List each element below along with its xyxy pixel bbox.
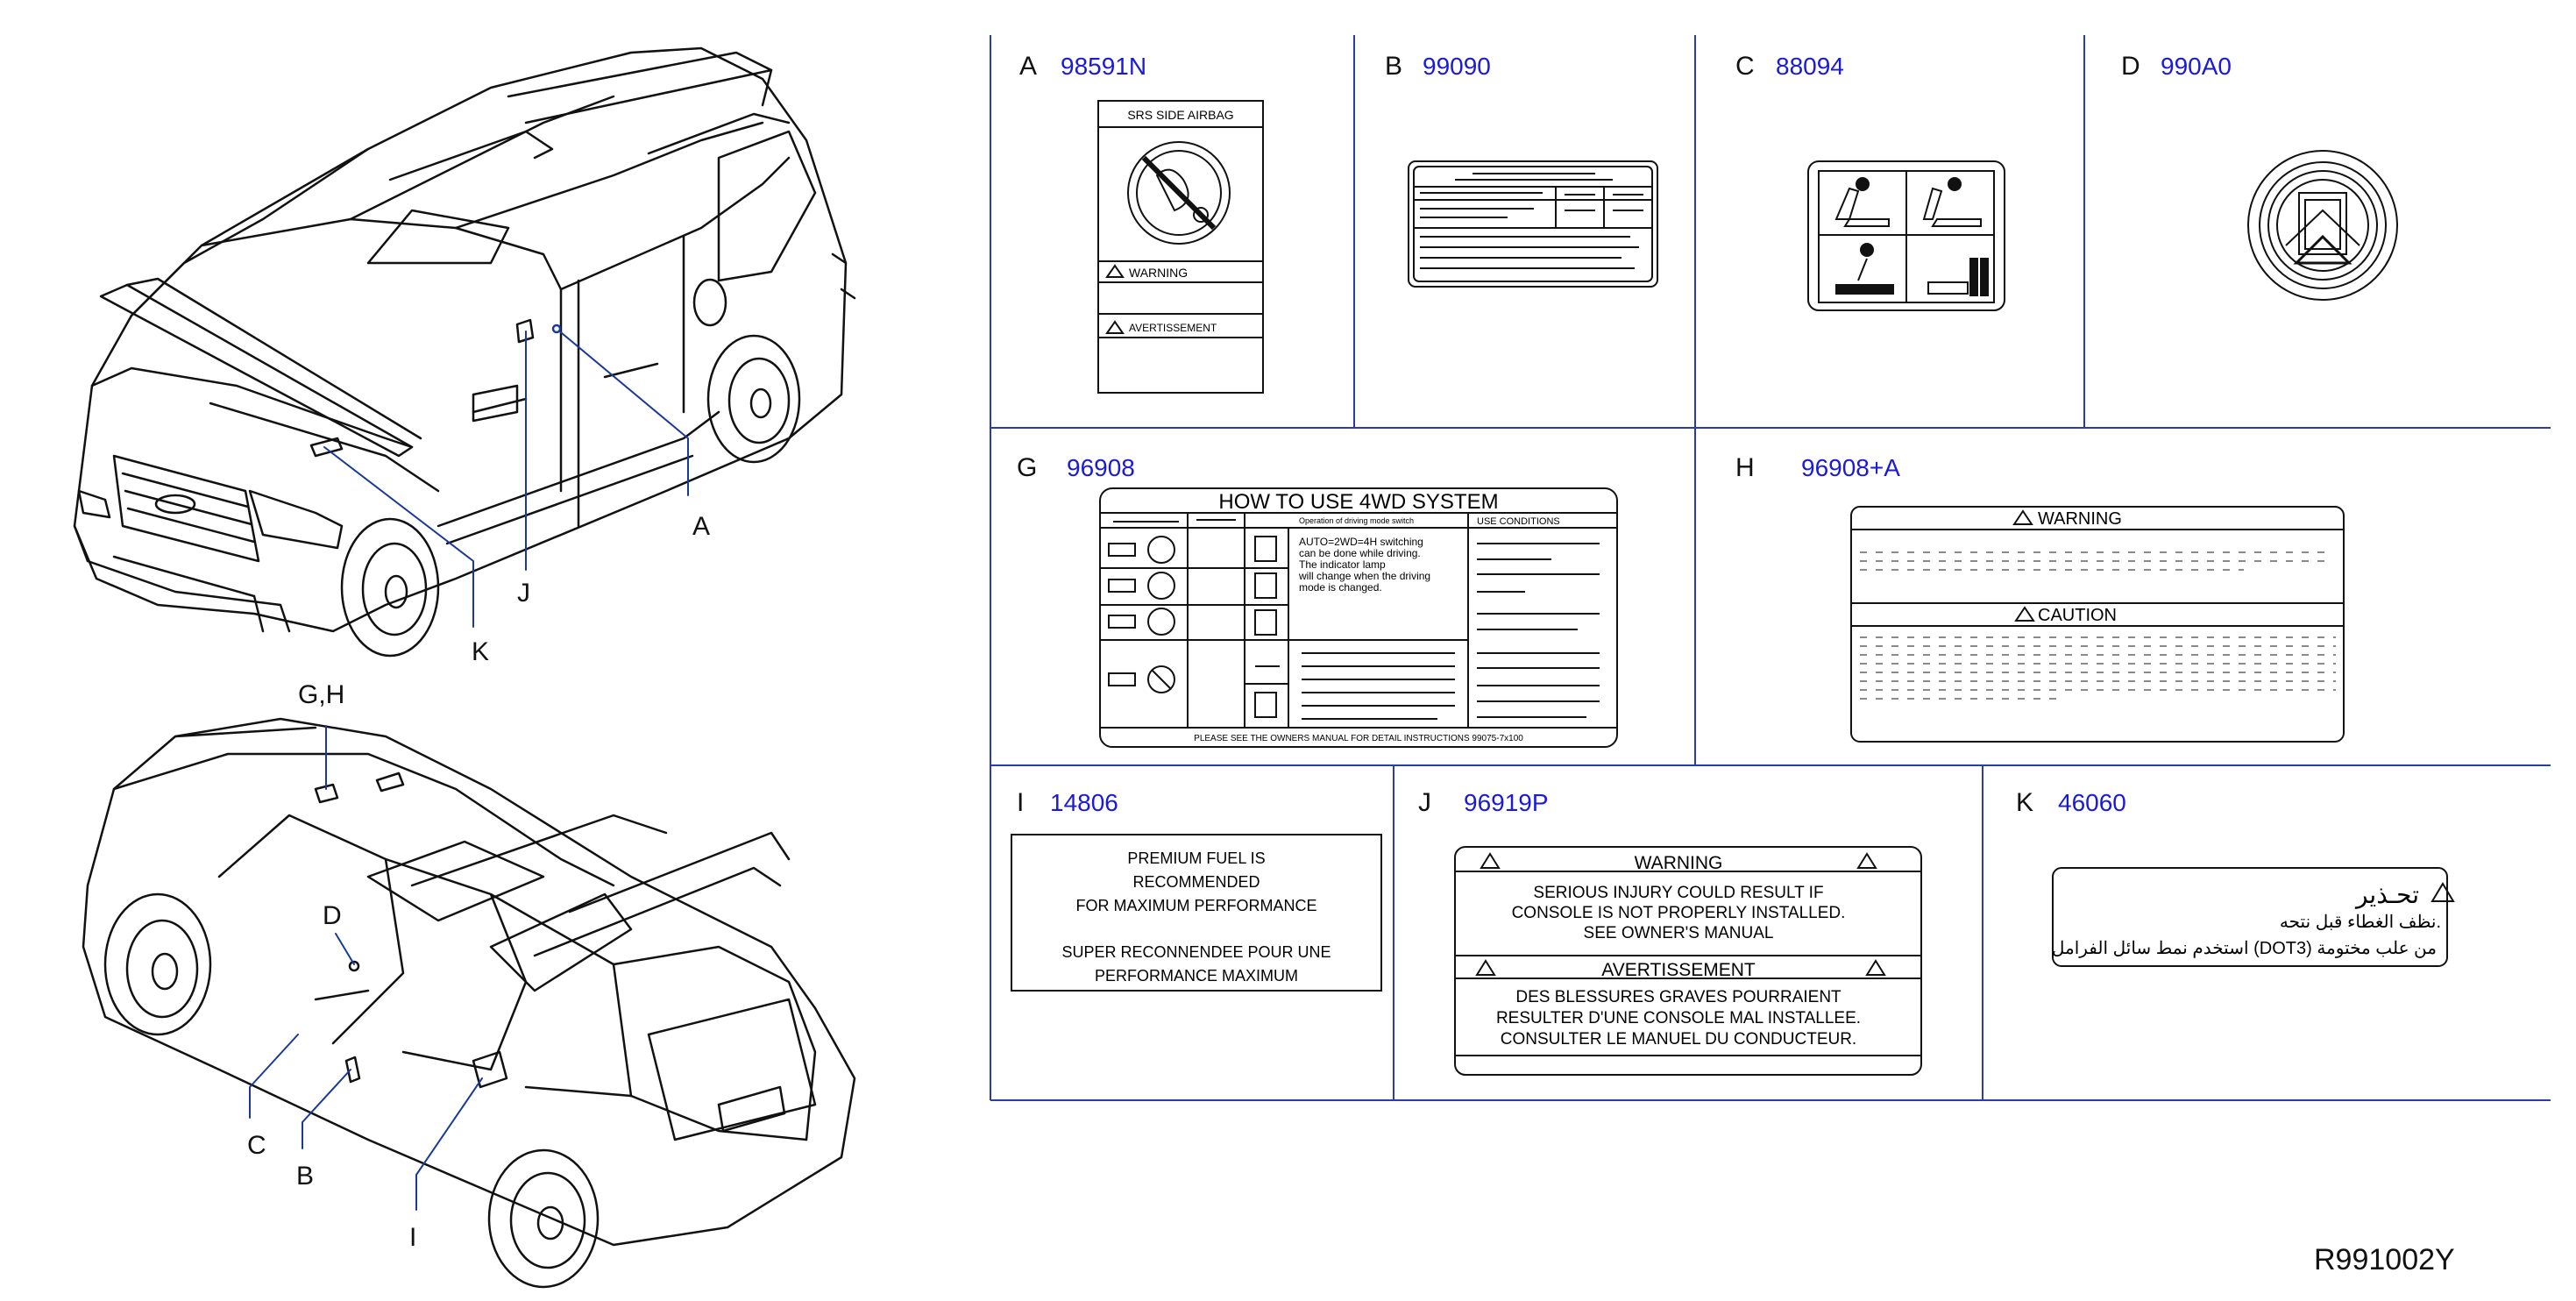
label-I-premium-fuel	[1011, 834, 1382, 992]
label-J-console-warning	[1454, 846, 1922, 1076]
label-G-4wd-table	[1099, 487, 1618, 748]
label-A-airbag	[1097, 100, 1264, 394]
callout-B: B	[296, 1162, 315, 1191]
label-G-text1: AUTO=2WD=4H switching	[1299, 536, 1423, 548]
label-J-line1: SERIOUS INJURY COULD RESULT IF	[1533, 884, 1823, 902]
label-G-text4: will change when the driving	[1298, 570, 1430, 582]
part-number-G: 96908	[1067, 454, 1135, 481]
cell-letter-J: J	[1418, 788, 1431, 817]
label-J-line6: CONSULTER LE MANUEL DU CONDUCTEUR.	[1501, 1030, 1856, 1049]
cell-letter-A: A	[1019, 52, 1037, 81]
label-G-col-operation: Operation of driving mode switch	[1299, 516, 1414, 525]
label-H-fine-print	[1860, 551, 2336, 700]
callout-D: D	[323, 901, 342, 930]
cell-letter-D: D	[2121, 52, 2140, 81]
label-K-arabic-warning	[2052, 867, 2455, 967]
vehicle-rear-view	[82, 717, 856, 1289]
cell-letter-G: G	[1017, 453, 1037, 482]
cell-letter-B: B	[1385, 52, 1402, 81]
part-number-A: 98591N	[1061, 53, 1146, 80]
label-G-col-use: USE CONDITIONS	[1477, 516, 1560, 527]
grid-lines	[990, 35, 2551, 1101]
part-number-C: 88094	[1776, 53, 1844, 80]
callout-A: A	[692, 512, 711, 541]
cell-letter-H: H	[1735, 453, 1755, 482]
label-I-line1: PREMIUM FUEL IS	[1127, 850, 1265, 867]
callout-K: K	[472, 637, 490, 666]
label-H-warning: WARNING	[2038, 509, 2122, 529]
label-G-footer: PLEASE SEE THE OWNERS MANUAL FOR DETAIL …	[1194, 734, 1523, 743]
label-grid: A 98591N B 99090 C 88094 D 990A0 G 96908…	[990, 35, 2551, 1101]
label-J-line4: DES BLESSURES GRAVES POURRAIENT	[1515, 988, 1842, 1006]
label-G-text3: The indicator lamp	[1299, 558, 1386, 571]
part-number-I: 14806	[1050, 789, 1118, 816]
label-G-text2: can be done while driving.	[1299, 547, 1421, 559]
cell-letter-C: C	[1735, 52, 1755, 81]
label-D-round-emblem	[2247, 150, 2398, 301]
label-K-title: تحـذير	[2354, 881, 2419, 909]
vehicle-front-view	[73, 46, 856, 658]
label-G-text5: mode is changed.	[1299, 581, 1382, 594]
label-I-line5: PERFORMANCE MAXIMUM	[1095, 967, 1298, 985]
label-J-line3: SEE OWNER'S MANUAL	[1584, 924, 1774, 942]
callout-J: J	[517, 579, 530, 608]
cell-letter-K: K	[2016, 788, 2033, 817]
cell-letter-I: I	[1017, 788, 1024, 817]
callout-I: I	[409, 1223, 417, 1252]
part-number-D: 990A0	[2161, 53, 2232, 80]
part-number-J: 96919P	[1464, 789, 1549, 816]
label-J-warning: WARNING	[1635, 853, 1723, 873]
callout-C: C	[247, 1131, 266, 1160]
label-H-warning-caution	[1850, 506, 2345, 743]
label-H-caution: CAUTION	[2038, 606, 2117, 625]
label-A-avertissement: AVERTISSEMENT	[1129, 322, 1217, 334]
diagram-reference-code: R991002Y	[2314, 1243, 2455, 1276]
label-A-title: SRS SIDE AIRBAG	[1127, 108, 1233, 122]
part-number-B: 99090	[1423, 53, 1491, 80]
label-J-line5: RESULTER D'UNE CONSOLE MAL INSTALLEE.	[1496, 1009, 1861, 1027]
label-A-warning: WARNING	[1129, 266, 1188, 280]
callout-GH: G,H	[298, 680, 345, 709]
label-I-line4: SUPER RECONNENDEE POUR UNE	[1061, 943, 1331, 961]
label-J-avertissement: AVERTISSEMENT	[1601, 960, 1756, 980]
label-C-seat-pictogram	[1807, 160, 2005, 311]
part-number-K: 46060	[2058, 789, 2126, 816]
label-I-line2: RECOMMENDED	[1132, 873, 1260, 891]
label-G-title: HOW TO USE 4WD SYSTEM	[1218, 490, 1498, 514]
label-I-line3: FOR MAXIMUM PERFORMANCE	[1075, 897, 1316, 914]
label-J-line2: CONSOLE IS NOT PROPERLY INSTALLED.	[1512, 904, 1846, 922]
label-K-line1: نظف الغطاء قبل نتحه.	[2280, 913, 2441, 932]
label-K-line2: استخدم نمط سائل الفرامل (DOT3) من علب مخ…	[2052, 939, 2437, 958]
part-number-H: 96908+A	[1801, 454, 1900, 481]
vehicle-diagram-top	[73, 46, 856, 1289]
label-B-plate	[1408, 160, 1658, 288]
